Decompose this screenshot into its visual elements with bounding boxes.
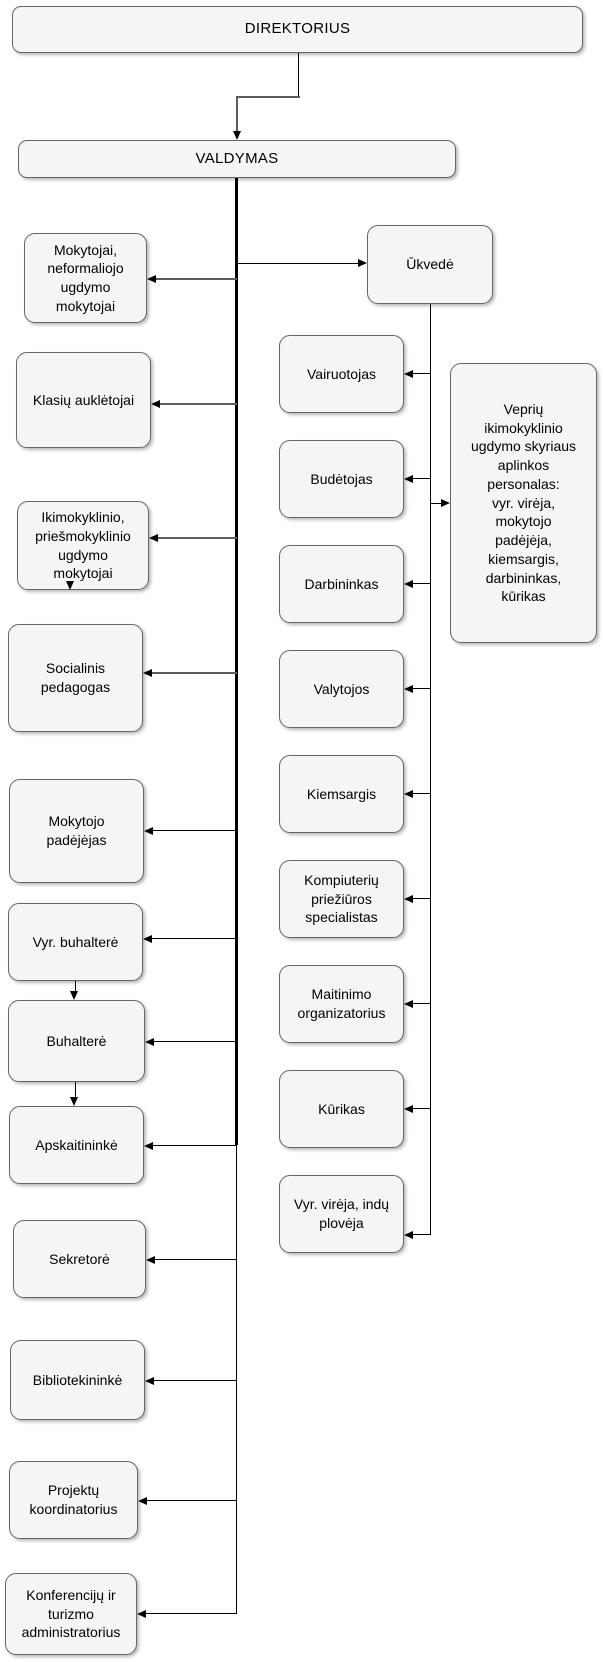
connector-trunk-bibliotekininke <box>152 1380 237 1382</box>
arrowhead-into-vyr-buhaltere <box>143 934 152 943</box>
org-box-klasiu-auklietojai: Klasių auklėtojai <box>16 352 151 448</box>
org-box-valytojos: Valytojos <box>279 650 404 728</box>
org-box-maitinimo-organizatorius: Maitinimo organizatorius <box>279 965 404 1043</box>
org-box-direktorius: DIREKTORIUS <box>12 6 583 53</box>
connector-trunk-mokytojo-padejejas <box>151 830 237 832</box>
arrowhead-into-kurikas <box>404 1104 413 1113</box>
connector-vyrbuhaltere-buhaltere <box>74 981 76 993</box>
arrowhead-into-vepriu <box>441 499 450 507</box>
org-box-kompiuteriu-specialistas: Kompiuterių priežiūros specialistas <box>279 860 404 938</box>
arrowhead-into-buhaltere-top <box>70 991 78 1000</box>
org-box-mokytojo-padejejas: Mokytojo padėjėjas <box>9 779 144 883</box>
arrowhead-into-kompiuteriu <box>404 894 413 903</box>
arrowhead-into-apskaitininke-top <box>70 1097 78 1106</box>
arrowhead-into-apskaitininke <box>144 1141 153 1150</box>
arrowhead-into-valdymas <box>232 131 241 140</box>
connector-ukvede-kurikas <box>411 1108 431 1110</box>
arrowhead-into-sekretore <box>146 1255 155 1264</box>
trunk-line-upper <box>235 178 238 1145</box>
org-box-mokytojai: Mokytojai, neformaliojo ugdymo mokytojai <box>24 233 147 323</box>
arrowhead-into-vyr-vireja <box>404 1230 413 1239</box>
org-box-vepriu-skyrius: Veprių ikimokyklinio ugdymo skyriaus apl… <box>450 363 597 643</box>
org-box-projektu-koordinatorius: Projektų koordinatorius <box>9 1461 138 1539</box>
org-box-vyr-buhaltere: Vyr. buhalterė <box>8 903 143 981</box>
connector-trunk-sekretore <box>153 1259 237 1261</box>
arrowhead-into-maitinimo <box>404 999 413 1008</box>
org-box-apskaitininke: Apskaitininkė <box>9 1106 144 1184</box>
connector-trunk-apskaitininke <box>151 1145 237 1147</box>
connector-trunk-ikimokyklinio <box>156 537 237 539</box>
arrowhead-into-ukvede <box>358 259 367 267</box>
connector-buhaltere-apskaitininke <box>74 1082 76 1097</box>
connector-trunk-projektu <box>145 1500 237 1502</box>
org-box-kiemsargis: Kiemsargis <box>279 755 404 833</box>
org-box-ikimokyklinio-mokytojai: Ikimokyklinio, priešmokyklinio ugdymo mo… <box>17 501 149 590</box>
connector-trunk-mokytojai <box>154 278 237 280</box>
arrowhead-into-mokytojo-padejejas <box>144 826 153 835</box>
org-box-vyr-vireja: Vyr. virėja, indų plovėja <box>279 1175 404 1253</box>
connector-ukvede-budetojas <box>411 478 431 480</box>
connector-direktorius-valdymas-h <box>236 96 300 98</box>
arrowhead-into-vairuotojas <box>404 369 413 378</box>
arrowhead-below-ikimokyklinio <box>65 581 74 590</box>
org-box-valdymas: VALDYMAS <box>18 140 456 178</box>
org-box-darbininkas: Darbininkas <box>279 545 404 623</box>
arrowhead-into-mokytojai <box>147 274 156 283</box>
org-box-sekretore: Sekretorė <box>13 1220 146 1298</box>
arrowhead-into-buhaltere <box>145 1037 154 1046</box>
org-box-ukvede: Ūkvedė <box>367 225 493 304</box>
org-box-socialinis-pedagogas: Socialinis pedagogas <box>8 624 143 732</box>
trunk-line-lower <box>236 1145 238 1614</box>
connector-trunk-ukvede <box>238 263 360 265</box>
connector-trunk-socialinis <box>150 672 237 674</box>
arrowhead-into-bibliotekininke <box>145 1376 154 1385</box>
connector-trunk-klasiu <box>158 403 237 405</box>
arrowhead-into-ikimokyklinio <box>149 533 158 542</box>
connector-trunk-buhaltere <box>152 1041 237 1043</box>
ukvede-branch-line <box>430 304 432 1235</box>
connector-ukvede-vyr-vireja <box>411 1234 431 1236</box>
connector-ukvede-vairuotojas <box>411 373 431 375</box>
connector-direktorius-valdymas-v2 <box>236 96 238 132</box>
org-box-vairuotojas: Vairuotojas <box>279 335 404 413</box>
org-box-bibliotekininke: Bibliotekininkė <box>10 1340 145 1420</box>
org-box-buhaltere: Buhalterė <box>8 1000 145 1082</box>
arrowhead-into-darbininkas <box>404 579 413 588</box>
connector-ukvede-kompiuteriu <box>411 898 431 900</box>
org-box-kurikas: Kūrikas <box>279 1070 404 1148</box>
connector-trunk-vyr-buhaltere <box>150 938 237 940</box>
connector-ukvede-maitinimo <box>411 1003 431 1005</box>
org-box-budetojas: Budėtojas <box>279 440 404 518</box>
arrowhead-into-budetojas <box>404 474 413 483</box>
org-box-konferenciju-administratorius: Konferencijų ir turizmo administratorius <box>5 1573 137 1655</box>
arrowhead-into-socialinis <box>143 668 152 677</box>
arrowhead-into-projektu <box>138 1496 147 1505</box>
connector-trunk-konferenciju <box>144 1613 237 1615</box>
arrowhead-into-klasiu <box>151 399 160 408</box>
connector-ukvede-kiemsargis <box>411 793 431 795</box>
arrowhead-into-kiemsargis <box>404 789 413 798</box>
connector-ukvede-darbininkas <box>411 583 431 585</box>
connector-direktorius-valdymas-v1 <box>298 53 300 97</box>
arrowhead-into-valytojos <box>404 684 413 693</box>
arrowhead-into-konferenciju <box>137 1609 146 1618</box>
connector-ukvede-valytojos <box>411 688 431 690</box>
connector-ukvede-vepriu <box>431 503 443 505</box>
